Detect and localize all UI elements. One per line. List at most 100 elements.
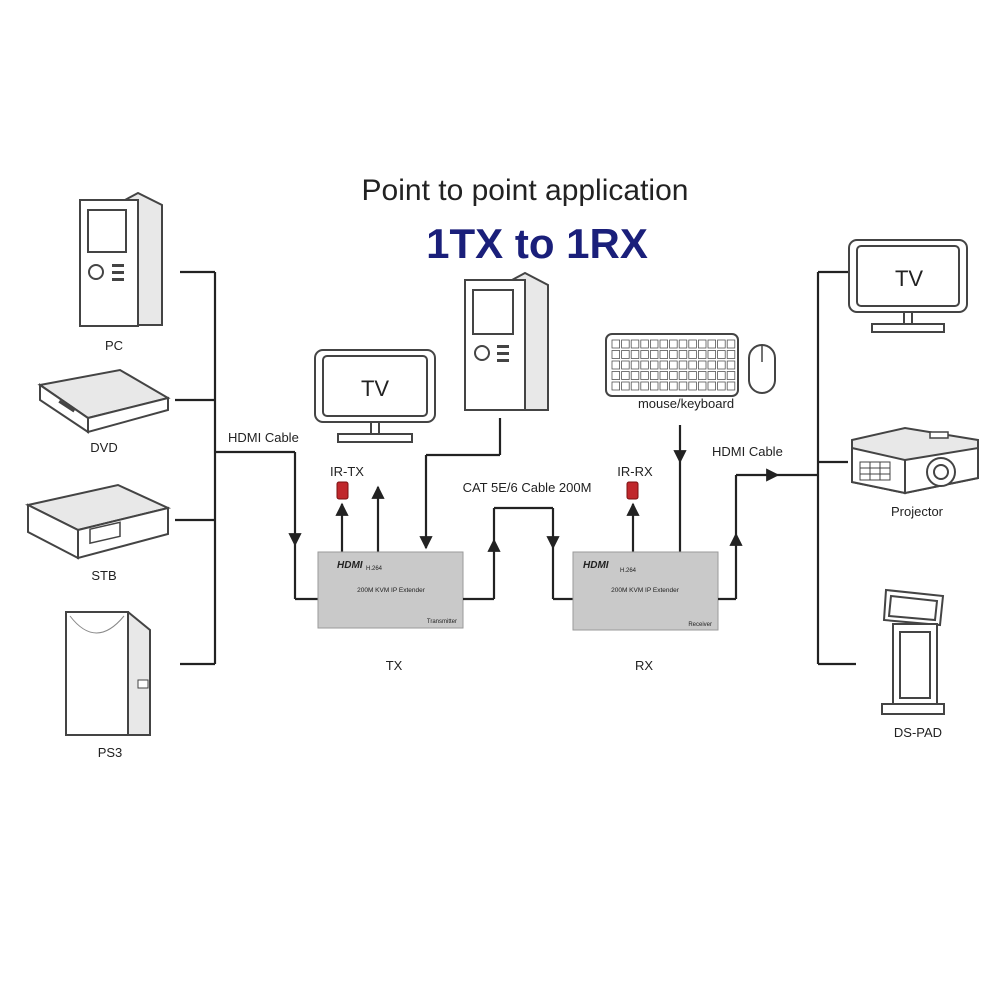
rx-codec: H.264: [620, 568, 637, 574]
keyboard-key: [678, 339, 688, 349]
keyboard-icon: [605, 333, 739, 397]
rx-unit: HDMI H.264 200M KVM IP Extender Receiver: [572, 551, 719, 631]
stb-label: STB: [91, 568, 116, 583]
dvd-label: DVD: [90, 440, 117, 455]
rx-label: RX: [635, 658, 653, 673]
hdmi-cable-left-label: HDMI Cable: [228, 430, 299, 445]
keyboard-key: [669, 371, 678, 380]
rx-brand: HDMI: [583, 560, 609, 571]
keyboard-key: [650, 350, 659, 359]
rx-role: Receiver: [688, 622, 712, 628]
tx-label: TX: [386, 658, 403, 673]
mouse-keyboard-label: mouse/keyboard: [638, 396, 734, 411]
keyboard-key: [650, 339, 659, 349]
keyboard-key: [726, 350, 736, 359]
keyboard-key: [611, 371, 620, 380]
keyboard-key: [726, 371, 736, 380]
keyboard-key: [678, 371, 688, 380]
ir-rx-label: IR-RX: [617, 464, 653, 479]
keyboard-key: [611, 339, 620, 349]
keyboard-key: [669, 381, 678, 391]
keyboard-key: [659, 371, 668, 380]
rx-connections: [626, 425, 687, 553]
keyboard-key: [669, 360, 678, 370]
ir-rx-sensor-icon: [626, 481, 639, 500]
tx-model: 200M KVM IP Extender: [357, 587, 426, 594]
ps3-icon: [65, 611, 151, 736]
diagram-subtitle: 1TX to 1RX: [426, 220, 648, 267]
projector-icon: [851, 426, 979, 495]
ir-tx-label: IR-TX: [330, 464, 364, 479]
tv-icon-right: [848, 239, 968, 333]
keyboard-key: [707, 371, 716, 380]
keyboard-key: [688, 371, 697, 380]
keyboard-key: [707, 339, 716, 349]
keyboard-key: [669, 350, 678, 359]
keyboard-key: [698, 371, 707, 380]
keyboard-key: [717, 360, 726, 370]
hdmi-cable-right-label: HDMI Cable: [712, 444, 783, 459]
keyboard-key: [698, 350, 707, 359]
keyboard-key: [630, 339, 640, 349]
tx-brand: HDMI: [337, 560, 363, 571]
keyboard-key: [726, 339, 736, 349]
keyboard-key: [640, 350, 649, 359]
keyboard-key: [698, 360, 707, 370]
keyboard-key: [621, 339, 630, 349]
ir-tx-sensor-icon: [336, 481, 349, 500]
dvd-icon: [37, 368, 171, 434]
keyboard-key: [650, 360, 659, 370]
keyboard-key: [630, 360, 640, 370]
cat-cable: [463, 506, 573, 601]
keyboard-key: [717, 371, 726, 380]
keyboard-key: [621, 371, 630, 380]
dspad-icon: [881, 588, 945, 715]
dspad-label: DS-PAD: [894, 725, 942, 740]
rx-model: 200M KVM IP Extender: [611, 587, 680, 594]
pc-icon: [79, 191, 163, 327]
tx-codec: H.264: [366, 566, 383, 572]
keyboard-key: [630, 381, 640, 391]
keyboard-key: [717, 381, 726, 391]
keyboard-key: [630, 371, 640, 380]
right-hdmi-bus: [718, 270, 856, 666]
keyboard-key: [688, 381, 697, 391]
tv-middle-label: TV: [361, 376, 389, 401]
keyboard-key: [630, 350, 640, 359]
tv-icon-middle: [314, 349, 436, 443]
keyboard-key: [688, 339, 697, 349]
keyboard-key: [698, 381, 707, 391]
keyboard-key: [640, 381, 649, 391]
keyboard-key: [621, 350, 630, 359]
keyboard-key: [707, 381, 716, 391]
left-hdmi-bus: [175, 270, 318, 666]
keyboard-key: [621, 360, 630, 370]
pc-label: PC: [105, 338, 123, 353]
keyboard-key: [659, 350, 668, 359]
keyboard-key: [611, 350, 620, 359]
keyboard-key: [640, 339, 649, 349]
keyboard-key: [659, 360, 668, 370]
keyboard-key: [678, 350, 688, 359]
keyboard-key: [688, 350, 697, 359]
keyboard-key: [669, 339, 678, 349]
keyboard-key: [611, 360, 620, 370]
keyboard-key: [698, 339, 707, 349]
tx-role: Transmitter: [427, 619, 457, 625]
ps3-label: PS3: [98, 745, 123, 760]
keyboard-key: [650, 371, 659, 380]
tx-connections: [335, 418, 502, 552]
keyboard-key: [707, 360, 716, 370]
projector-label: Projector: [891, 504, 944, 519]
pc-icon-middle: [464, 271, 549, 411]
keyboard-key: [717, 350, 726, 359]
tx-unit: HDMI H.264 200M KVM IP Extender Transmit…: [317, 551, 464, 629]
keyboard-key: [678, 360, 688, 370]
keyboard-key: [717, 339, 726, 349]
keyboard-key: [611, 381, 620, 391]
keyboard-key: [726, 360, 736, 370]
mouse-icon: [748, 344, 776, 394]
diagram-title: Point to point application: [362, 174, 689, 207]
stb-icon: [25, 483, 172, 560]
